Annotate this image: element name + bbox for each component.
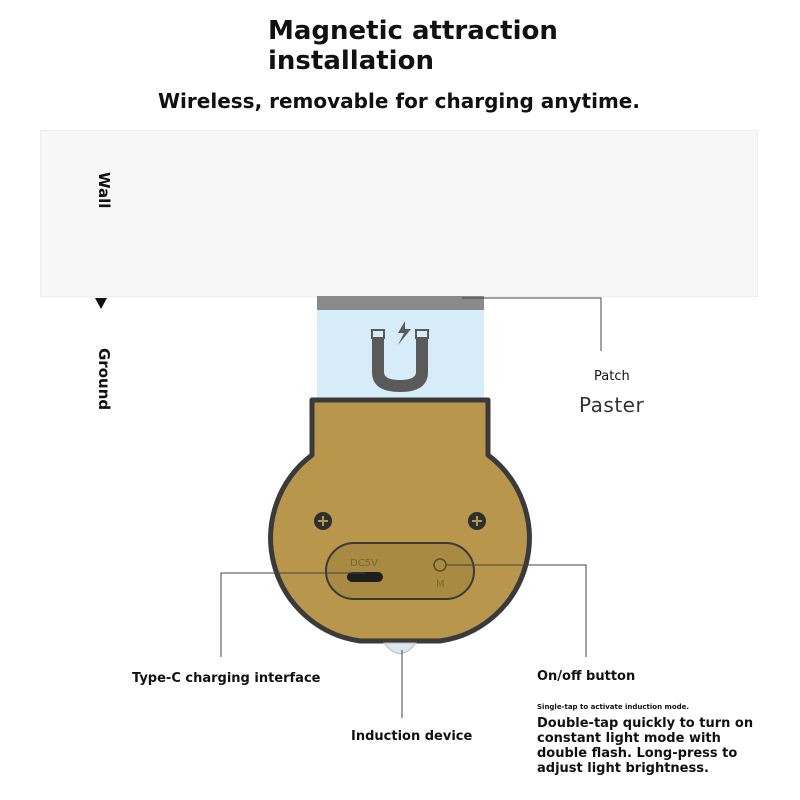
- onoff-leader-line: [446, 564, 587, 657]
- title-line-1: Magnetic attraction: [268, 16, 558, 46]
- paster-label: Paster: [579, 393, 645, 417]
- down-arrow-icon: [95, 298, 107, 309]
- patch-leader-line: [462, 297, 602, 351]
- patch-strip: [317, 296, 484, 310]
- wall-panel: [40, 130, 758, 297]
- magnet-charge-icon: [371, 321, 429, 392]
- title-line-2: installation: [268, 46, 434, 76]
- screw-icon: [314, 512, 332, 530]
- typec-leader-line: [220, 572, 365, 657]
- induction-label: Induction device: [351, 729, 473, 744]
- onoff-note: Double-tap quickly to turn on constant l…: [537, 716, 754, 776]
- onoff-note-small: Single-tap to activate induction mode.: [537, 703, 690, 711]
- patch-label: Patch: [594, 369, 630, 384]
- port-label: DC5V: [350, 558, 378, 569]
- control-panel: [325, 542, 475, 600]
- typec-label: Type-C charging interface: [132, 671, 321, 686]
- device-body: [268, 397, 532, 644]
- page-subtitle: Wireless, removable for charging anytime…: [158, 89, 640, 113]
- onoff-label: On/off button: [537, 669, 636, 684]
- induction-sensor: [382, 642, 418, 654]
- usb-c-port-icon[interactable]: [347, 572, 383, 582]
- screw-icon: [468, 512, 486, 530]
- page-title: Magnetic attraction installation: [268, 16, 688, 76]
- button-label: M: [436, 579, 445, 590]
